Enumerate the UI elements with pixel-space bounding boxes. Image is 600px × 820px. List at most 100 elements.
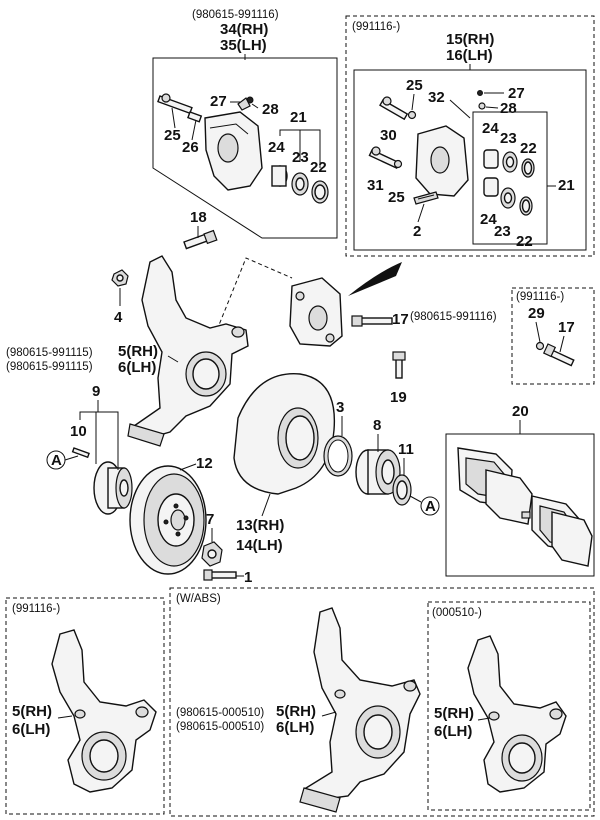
bolt-1 bbox=[203, 569, 237, 581]
dust-cover bbox=[233, 373, 336, 495]
piston-seal-set-early bbox=[271, 165, 329, 204]
callout-22-early: 22 bbox=[310, 159, 327, 176]
callout-31: 31 bbox=[367, 177, 384, 194]
group-frame-top-left bbox=[152, 57, 338, 239]
group-inner-frame-top-right bbox=[353, 69, 587, 251]
washer-29-icon bbox=[535, 341, 545, 351]
callout-23-late-upper: 23 bbox=[500, 130, 517, 147]
group-frame-bottom-left bbox=[5, 597, 165, 815]
callout-25-early: 25 bbox=[164, 127, 181, 144]
steering-knuckle-late bbox=[51, 629, 157, 793]
callout-22-late-upper: 22 bbox=[520, 140, 537, 157]
callout-12: 12 bbox=[196, 455, 213, 472]
wheel-stud-10-icon bbox=[71, 447, 90, 459]
bottom-left-label-rh: 5(RH) bbox=[12, 703, 52, 720]
ref-a-right-label: A bbox=[425, 498, 436, 515]
abs-label-lh: 6(LH) bbox=[276, 719, 314, 736]
bottom-left-label-lh: 6(LH) bbox=[12, 721, 50, 738]
part-label-16-lh: 16(LH) bbox=[446, 47, 493, 64]
group-frame-bottom-center bbox=[169, 587, 595, 817]
knuckle-label-lh: 6(LH) bbox=[118, 359, 156, 376]
callout-9: 9 bbox=[92, 383, 100, 400]
bolt-17-carrier bbox=[351, 315, 393, 327]
callout-28-early: 28 bbox=[262, 101, 279, 118]
piston-kit-lower bbox=[483, 177, 533, 216]
abs-code-rh: (980615-000510) bbox=[176, 707, 264, 719]
callout-30: 30 bbox=[380, 127, 397, 144]
callout-25-late-upper: 25 bbox=[406, 77, 423, 94]
group-frame-mid-right bbox=[511, 287, 595, 385]
bleeder-screw-late-icon bbox=[478, 102, 486, 110]
abs-group-title: (W/ABS) bbox=[176, 593, 221, 605]
bolt-group-late: (991116-) 29 17 bbox=[511, 287, 595, 385]
callout-32: 32 bbox=[428, 89, 445, 106]
pad-inner-lower-icon bbox=[551, 511, 593, 567]
bottom-right-label-rh: 5(RH) bbox=[434, 705, 474, 722]
callout-17-late: 17 bbox=[558, 319, 575, 336]
callout-28-late: 28 bbox=[500, 100, 517, 117]
callout-7: 7 bbox=[206, 511, 214, 528]
dust-cover-label-rh: 13(RH) bbox=[236, 517, 284, 534]
callout-23-early: 23 bbox=[292, 149, 309, 166]
callout-29: 29 bbox=[528, 305, 545, 322]
callout-19: 19 bbox=[390, 389, 407, 406]
part-label-15-rh: 15(RH) bbox=[446, 31, 494, 48]
caliper-carrier bbox=[289, 277, 343, 347]
snap-ring bbox=[323, 435, 353, 477]
guide-pin-early bbox=[157, 93, 203, 123]
part-label-35-lh: 35(LH) bbox=[220, 37, 267, 54]
callout-22-late-lower: 22 bbox=[516, 233, 533, 250]
abs-code-lh: (980615-000510) bbox=[176, 721, 264, 733]
pad-inner-upper-icon bbox=[485, 469, 533, 525]
group-code-top-left: (980615-991116) bbox=[192, 9, 279, 21]
callout-8: 8 bbox=[373, 417, 381, 434]
group-frame-bottom-right bbox=[427, 601, 591, 811]
steering-knuckle-abs bbox=[299, 607, 421, 813]
callout-10: 10 bbox=[70, 423, 87, 440]
abs-label-rh: 5(RH) bbox=[276, 703, 316, 720]
callout-3: 3 bbox=[336, 399, 344, 416]
pad-clip-icon bbox=[521, 511, 531, 519]
knuckle-group-latest: (000510-) 5(RH) 6(LH) bbox=[427, 601, 591, 811]
callout-26: 26 bbox=[182, 139, 199, 156]
brake-disc bbox=[129, 465, 207, 575]
washer-25-upper-icon bbox=[407, 110, 417, 120]
callout-27-late: 27 bbox=[508, 85, 525, 102]
bleeder-cap-late-icon bbox=[477, 90, 483, 96]
callout-21-early: 21 bbox=[290, 109, 307, 126]
callout-11: 11 bbox=[398, 441, 414, 458]
group-code-top-right: (991116-) bbox=[352, 21, 400, 33]
ref-a-left-label: A bbox=[51, 452, 62, 469]
callout-27-early: 27 bbox=[210, 93, 227, 110]
bottom-right-label-lh: 6(LH) bbox=[434, 723, 472, 740]
callout-21-late: 21 bbox=[558, 177, 575, 194]
steering-knuckle-latest bbox=[467, 635, 567, 793]
wheel-hub bbox=[93, 461, 133, 515]
callout-4: 4 bbox=[114, 309, 123, 326]
callout-18: 18 bbox=[190, 209, 207, 226]
knuckle-code-rh: (980615-991115) bbox=[6, 347, 93, 359]
callout-24-late-lower: 24 bbox=[480, 211, 497, 228]
callout-24-early: 24 bbox=[268, 139, 285, 156]
caliper-body-late bbox=[415, 125, 469, 197]
dust-cover-label-lh: 14(LH) bbox=[236, 537, 283, 554]
caliper-group-early: (980615-991116) 34(RH) 35(LH) 27 bbox=[152, 9, 338, 239]
group-code-mid-right: (991116-) bbox=[516, 291, 564, 303]
bolt-17-late bbox=[542, 343, 575, 367]
callout-2: 2 bbox=[413, 223, 421, 240]
callout-23-late-lower: 23 bbox=[494, 223, 511, 240]
bolt-18 bbox=[183, 229, 218, 250]
bolt-19 bbox=[392, 351, 406, 379]
knuckle-code-lh: (980615-991115) bbox=[6, 361, 93, 373]
steering-knuckle bbox=[127, 255, 249, 447]
pointer-arrow-icon bbox=[348, 262, 402, 296]
piston-kit-frame bbox=[472, 111, 548, 245]
caliper-body-early bbox=[204, 111, 263, 191]
callout-24-late-upper: 24 bbox=[482, 120, 499, 137]
callout-1: 1 bbox=[244, 569, 252, 586]
piston-kit-upper bbox=[483, 149, 535, 178]
group-code-bottom-left: (991116-) bbox=[12, 603, 60, 615]
shim-pad-clip-icon bbox=[413, 191, 439, 205]
